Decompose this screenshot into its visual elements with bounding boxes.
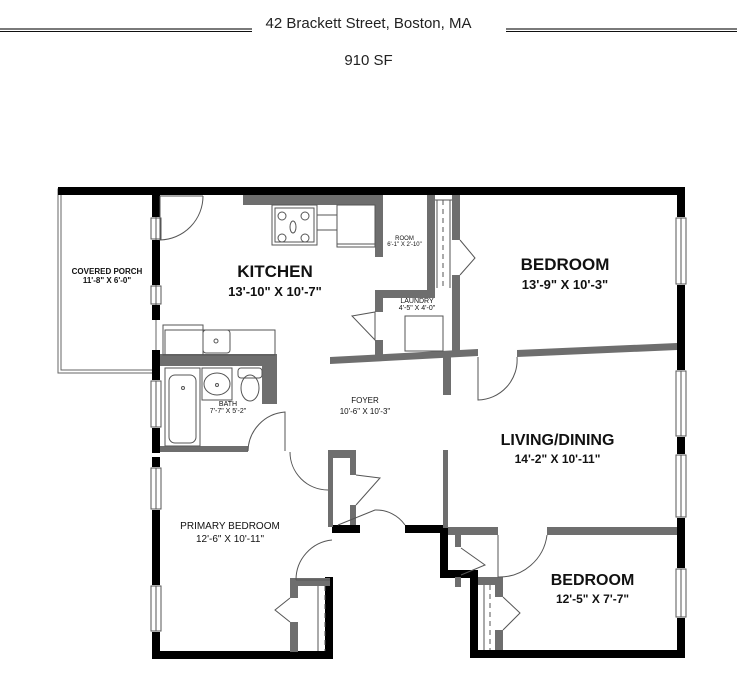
closet-doors xyxy=(317,199,491,651)
room-label-primary-bedroom: PRIMARY BEDROOM 12'-6" X 10'-11" xyxy=(180,521,280,545)
room-label-bath: BATH 7'-7" X 5'-2" xyxy=(209,401,247,415)
room-label-bedroom-1: BEDROOM 13'-9" X 10'-3" xyxy=(520,255,610,292)
header-rule-left xyxy=(0,28,252,32)
room-label-room: ROOM 6'-1" X 2'-10" xyxy=(387,236,422,248)
room-label-living-dining: LIVING/DINING 14'-2" X 10'-11" xyxy=(500,432,615,466)
door-swings xyxy=(159,195,548,631)
exterior-walls xyxy=(58,187,685,659)
bath-fixtures xyxy=(164,367,263,447)
windows xyxy=(150,217,687,632)
kitchen-sink xyxy=(162,324,276,356)
room-label-foyer: FOYER 10'-6" X 10'-3" xyxy=(339,396,391,416)
total-square-footage: 910 SF xyxy=(344,52,393,69)
interior-walls xyxy=(160,195,677,652)
room-label-kitchen: KITCHEN 13'-10" X 10'-7" xyxy=(228,262,322,299)
room-label-laundry: LAUNDRY 4'-5" X 4'-0" xyxy=(398,298,436,312)
room-label-bedroom-2: BEDROOM 12'-5" X 7'-7" xyxy=(550,572,635,606)
property-address: 42 Brackett Street, Boston, MA xyxy=(265,15,472,32)
plan-header: 42 Brackett Street, Boston, MA 910 SF xyxy=(0,0,737,80)
header-rule-right xyxy=(506,28,737,32)
laundry-machine xyxy=(404,315,444,352)
room-label-covered-porch: COVERED PORCH 11'-8" X 6'-0" xyxy=(71,267,143,285)
kitchen-counter xyxy=(271,204,376,248)
